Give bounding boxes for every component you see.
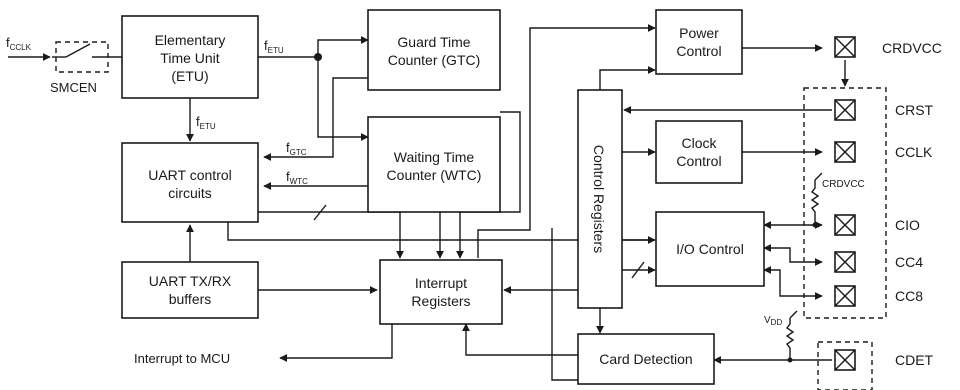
fgtc-line xyxy=(263,77,368,161)
control-registers-label: Control Registers xyxy=(591,145,607,253)
signal-fetu-right: fETU xyxy=(264,38,284,55)
vdd-pullup-resistor xyxy=(785,318,795,360)
card-detection-block: Card Detection xyxy=(577,333,715,385)
control-registers-block: Control Registers xyxy=(577,89,623,309)
uart-buffers-block: UART TX/RX buffers xyxy=(121,261,259,319)
int-to-power-top xyxy=(477,24,656,258)
uart-buffers-label-line1: UART TX/RX xyxy=(149,273,232,289)
clock-label-line1: Clock xyxy=(681,135,717,151)
wtc-label-line2: Counter (WTC) xyxy=(387,167,482,183)
pin-label-crdvcc: CRDVCC xyxy=(882,40,942,56)
ctrl-to-int xyxy=(258,211,404,259)
io-cc8 xyxy=(763,266,823,300)
interrupt-label-line2: Registers xyxy=(411,293,470,309)
etu-label-line2: Time Unit xyxy=(160,50,219,66)
junction-dot-cdet xyxy=(787,357,793,363)
card-detection-label: Card Detection xyxy=(599,351,692,367)
pin-label-cio: CIO xyxy=(895,217,920,233)
interrupt-registers-block: Interrupt Registers xyxy=(379,259,503,325)
bus-slash-2 xyxy=(631,261,645,279)
io-control-label: I/O Control xyxy=(676,241,744,257)
wtc-block: Waiting Time Counter (WTC) xyxy=(367,116,501,213)
gtc-block: Guard Time Counter (GTC) xyxy=(367,9,501,91)
cio-pullup-tick xyxy=(814,172,823,181)
card-contact-region xyxy=(803,87,887,319)
power-label-line1: Power xyxy=(679,25,719,41)
gtc-to-int xyxy=(456,111,521,259)
signal-interrupt-to-mcu: Interrupt to MCU xyxy=(134,351,230,366)
cdet-contact-region xyxy=(817,341,873,390)
etu-to-gtc xyxy=(317,36,369,57)
junction-dot-fetu xyxy=(314,53,322,61)
uart-control-label-line2: circuits xyxy=(168,185,212,201)
uart-control-block: UART control circuits xyxy=(121,142,259,223)
bus-slash-1 xyxy=(313,204,327,221)
signal-vdd: VDD xyxy=(764,315,782,327)
uart-buffers-label-line2: buffers xyxy=(169,291,212,307)
signal-fetu-down: fETU xyxy=(196,114,216,131)
pin-label-cc4: CC4 xyxy=(895,254,923,270)
int-out-line xyxy=(279,324,393,362)
etu-label-line1: Elementary xyxy=(155,32,226,48)
etu-block: Elementary Time Unit (ETU) xyxy=(121,15,259,99)
clock-label-line2: Control xyxy=(676,153,721,169)
uart-control-label-line1: UART control xyxy=(148,167,232,183)
pin-label-crst: CRST xyxy=(895,102,934,118)
vdd-pullup-tick xyxy=(789,310,798,319)
etu-label-line3: (ETU) xyxy=(171,68,208,84)
crst-pad xyxy=(834,99,856,121)
cclk-pad xyxy=(834,141,856,163)
cc8-pad xyxy=(834,285,856,307)
io-cc4 xyxy=(763,244,823,266)
smcen-switch-region xyxy=(55,41,109,73)
reg-to-power xyxy=(599,66,656,90)
gtc-label-line1: Guard Time xyxy=(397,34,470,50)
pin-label-cdet: CDET xyxy=(895,352,934,368)
crdvcc-pad xyxy=(834,36,856,58)
clock-control-block: Clock Control xyxy=(655,120,743,184)
cio-pad xyxy=(834,214,856,236)
pads xyxy=(834,36,856,371)
cd-feedback xyxy=(551,228,578,381)
cc4-pad xyxy=(834,251,856,273)
cdet-pad xyxy=(834,349,856,371)
pin-label-cc8: CC8 xyxy=(895,288,923,304)
interrupt-label-line1: Interrupt xyxy=(415,275,467,291)
signal-fwtc: fWTC xyxy=(286,169,308,186)
io-control-block: I/O Control xyxy=(655,211,765,287)
junction-dot-cio xyxy=(812,222,818,228)
power-control-block: Power Control xyxy=(655,9,743,75)
switch-blade xyxy=(65,43,91,58)
pin-label-cclk: CCLK xyxy=(895,144,933,160)
gtc-label-line2: Counter (GTC) xyxy=(388,52,481,68)
signal-fgtc: fGTC xyxy=(286,140,307,157)
power-label-line2: Control xyxy=(676,43,721,59)
cio-pullup-resistor xyxy=(810,180,820,225)
signal-fcclk: fCCLK xyxy=(6,35,32,52)
cd-to-int xyxy=(462,323,578,356)
wtc-label-line1: Waiting Time xyxy=(394,149,475,165)
signal-smcen: SMCEN xyxy=(50,80,97,95)
signal-crdvcc-pullup: CRDVCC xyxy=(822,179,865,190)
etu-to-wtc xyxy=(317,57,369,141)
